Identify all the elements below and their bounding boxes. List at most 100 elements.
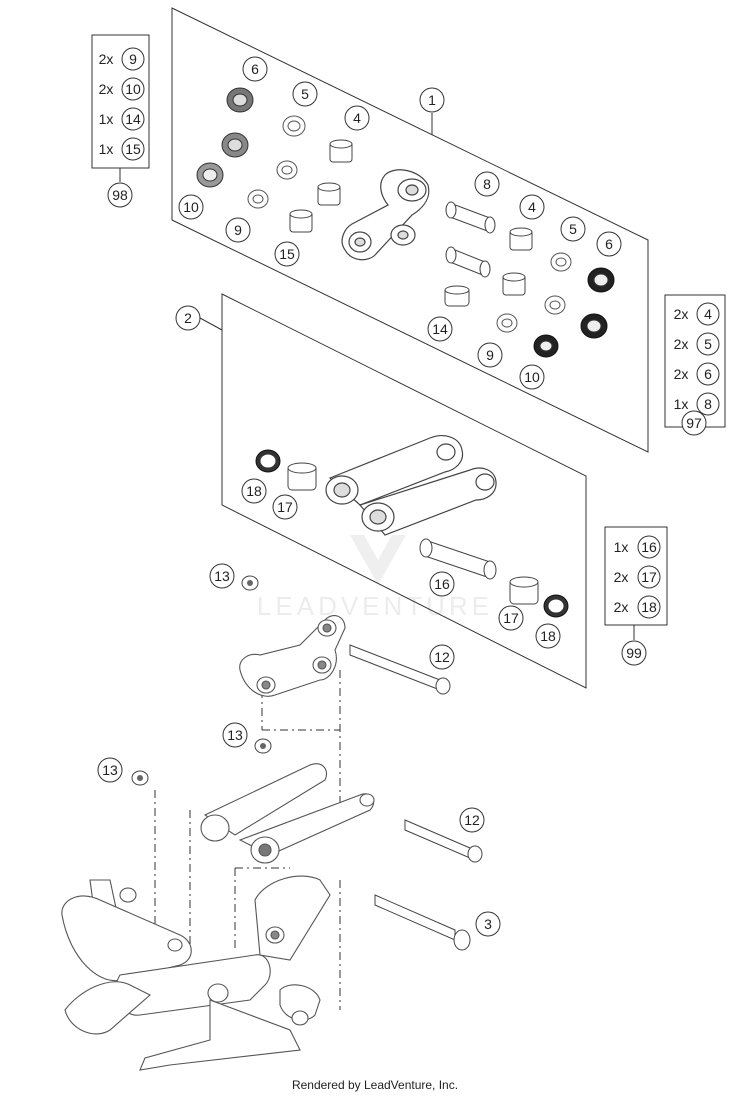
svg-text:12: 12 (464, 812, 480, 828)
washer-9-upper (247, 189, 269, 209)
linkage-part (341, 169, 430, 261)
sleeve-8 (445, 201, 496, 234)
svg-text:10: 10 (524, 369, 540, 385)
kit-97-callout: 97 (681, 410, 707, 436)
svg-text:2x: 2x (99, 51, 114, 67)
callout-16: 16 (429, 571, 455, 597)
svg-text:2x: 2x (614, 569, 629, 585)
callout-10-upper: 10 (178, 194, 204, 220)
svg-text:4: 4 (704, 306, 712, 322)
callout-13-top: 13 (209, 563, 235, 589)
svg-text:9: 9 (486, 347, 494, 363)
washer-9-right (496, 313, 518, 333)
svg-text:5: 5 (301, 86, 309, 102)
bolt-3 (374, 894, 471, 951)
svg-text:4: 4 (528, 199, 536, 215)
callout-2: 2 (175, 305, 201, 331)
watermark: LEADVENTURE (257, 535, 493, 621)
svg-text:4: 4 (353, 110, 361, 126)
callout-6-upper: 6 (242, 56, 268, 82)
svg-text:3: 3 (484, 916, 492, 932)
svg-text:14: 14 (125, 111, 141, 127)
svg-text:17: 17 (277, 499, 293, 515)
bolt-12-top (349, 644, 451, 695)
svg-text:1x: 1x (614, 539, 629, 555)
callout-14: 14 (427, 316, 453, 342)
svg-text:18: 18 (641, 599, 657, 615)
callout-15: 15 (274, 241, 300, 267)
sleeve-14 (444, 285, 470, 307)
sleeve-lower (445, 246, 491, 278)
nut-13-mid (254, 738, 272, 754)
svg-text:13: 13 (227, 727, 243, 743)
seal-18-right (543, 594, 569, 618)
callout-17-left: 17 (272, 494, 298, 520)
bushing-4-right (509, 227, 533, 251)
svg-text:6: 6 (251, 61, 259, 77)
svg-text:10: 10 (183, 199, 199, 215)
callout-5-right: 5 (560, 216, 586, 242)
svg-text:98: 98 (112, 187, 128, 203)
svg-text:13: 13 (214, 568, 230, 584)
svg-text:15: 15 (279, 246, 295, 262)
callout-13-left: 13 (97, 757, 123, 783)
svg-text:2x: 2x (674, 336, 689, 352)
seal-6-right (587, 267, 615, 293)
seal-mid-upper (221, 132, 249, 158)
svg-text:97: 97 (686, 415, 702, 431)
svg-text:2x: 2x (674, 366, 689, 382)
svg-text:13: 13 (102, 762, 118, 778)
svg-text:2x: 2x (99, 81, 114, 97)
callout-18-right: 18 (535, 623, 561, 649)
svg-text:6: 6 (605, 236, 613, 252)
svg-text:2x: 2x (614, 599, 629, 615)
svg-text:99: 99 (626, 645, 642, 661)
bearing-10-upper (196, 162, 224, 188)
lever-kit-panel (221, 293, 587, 689)
callout-13-mid: 13 (222, 722, 248, 748)
assembly-lines (154, 670, 341, 1010)
callout-1: 1 (419, 87, 445, 113)
svg-text:1: 1 (428, 92, 436, 108)
kit-98-callout: 98 (107, 182, 133, 208)
seal-right-mid (580, 313, 608, 339)
callout-8: 8 (474, 171, 500, 197)
svg-text:1x: 1x (99, 141, 114, 157)
callout-4-upper: 4 (344, 105, 370, 131)
washer-upper-mid (276, 160, 298, 180)
svg-text:14: 14 (432, 321, 448, 337)
kit-97-box: 2x 4 2x 5 2x 6 1x 8 (664, 294, 726, 428)
svg-text:10: 10 (125, 81, 141, 97)
seal-18-left (255, 449, 281, 473)
nut-13-left (131, 770, 149, 786)
washer-5-right (550, 252, 572, 272)
bearing-10-right (533, 334, 559, 358)
bushing-17-right (509, 576, 539, 605)
callout-5-upper: 5 (292, 81, 318, 107)
svg-text:17: 17 (641, 569, 657, 585)
callout-12-bottom: 12 (459, 807, 485, 833)
bolt-12-bottom (404, 819, 483, 863)
svg-text:16: 16 (641, 539, 657, 555)
svg-text:LEADVENTURE: LEADVENTURE (257, 591, 493, 621)
svg-text:2: 2 (184, 310, 192, 326)
svg-text:18: 18 (540, 628, 556, 644)
svg-text:6: 6 (704, 366, 712, 382)
callout-4-right: 4 (519, 194, 545, 220)
svg-text:18: 18 (246, 483, 262, 499)
callout-9-right: 9 (477, 342, 503, 368)
lever-part (325, 435, 497, 536)
callout-18-left: 18 (241, 478, 267, 504)
bushing-4-upper (329, 139, 353, 163)
seal-6-upper (226, 87, 254, 113)
kit-99-callout: 99 (621, 640, 647, 666)
svg-text:15: 15 (125, 141, 141, 157)
callout-17-right: 17 (498, 605, 524, 631)
washer-5-upper (282, 115, 306, 137)
svg-text:1x: 1x (674, 396, 689, 412)
bushing-17-left (287, 462, 317, 491)
svg-text:5: 5 (569, 221, 577, 237)
footer-credit: Rendered by LeadVenture, Inc. (291, 1078, 459, 1092)
callout-12-top: 12 (429, 644, 455, 670)
